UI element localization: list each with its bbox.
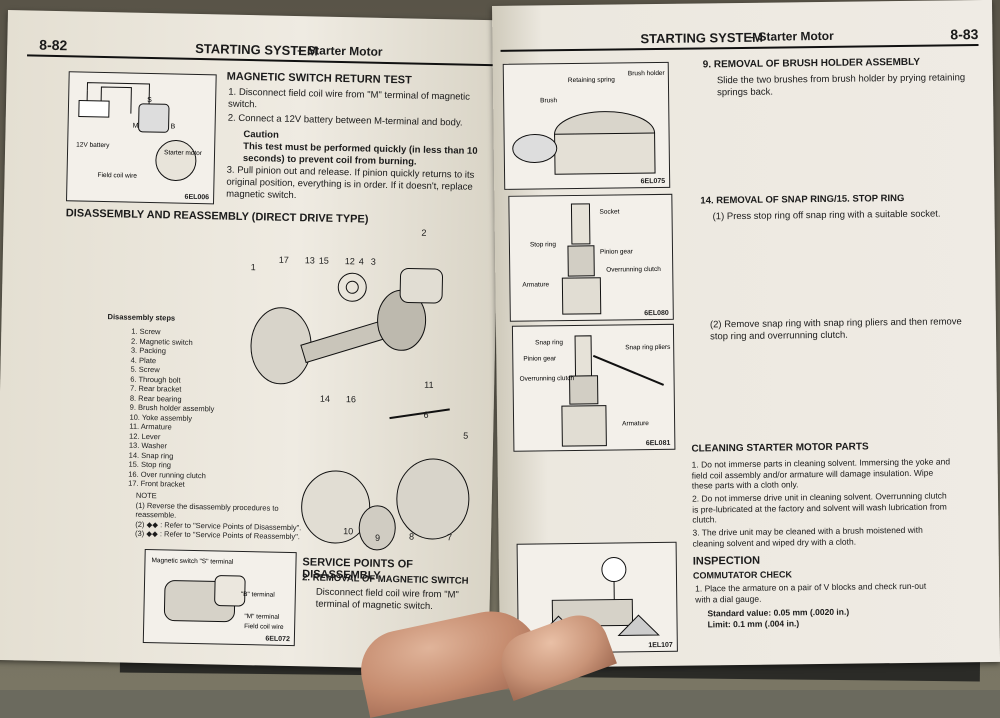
callout-11: 11 — [424, 381, 434, 391]
callout-9: 9 — [375, 534, 380, 544]
b-terminal-label: B — [171, 123, 176, 130]
armature-label: Armature — [522, 281, 549, 288]
cleaning-title: CLEANING STARTER MOTOR PARTS — [691, 441, 868, 454]
limit-value: Limit: 0.1 mm (.004 in.) — [707, 617, 799, 630]
s14-text2: (2) Remove snap ring with snap ring plie… — [710, 316, 980, 343]
starter-label: Starter motor — [164, 149, 203, 157]
brush-holder-drawing: Brush Retaining spring Brush holder — [504, 63, 670, 189]
battery-label: 12V battery — [76, 141, 110, 149]
m-terminal-label: M — [133, 123, 139, 130]
callout-2: 2 — [421, 229, 426, 239]
callout-16: 16 — [346, 395, 356, 405]
cleaning-item-3: 3. The drive unit may be cleaned with a … — [692, 524, 952, 548]
inspection-title: INSPECTION — [693, 555, 760, 568]
overrunning-label: Overrunning clutch — [520, 375, 575, 383]
callout-7: 7 — [447, 533, 452, 543]
cleaning-item-1: 1. Do not immerse parts in cleaning solv… — [692, 456, 952, 491]
right-header-title: STARTING SYSTEM — [640, 30, 763, 46]
b-terminal-callout: "B" terminal — [241, 591, 276, 599]
step-item: 17. Front bracket — [128, 479, 278, 492]
callout-1: 1 — [251, 263, 256, 273]
m-terminal-callout: "M" terminal — [244, 613, 280, 621]
callout-6: 6 — [423, 411, 428, 421]
callout-17: 17 — [279, 256, 289, 266]
brush-holder-figure: Brush Retaining spring Brush holder 6EL0… — [503, 62, 671, 190]
inspection-text: 1. Place the armature on a pair of V blo… — [695, 581, 935, 605]
callout-12: 12 — [345, 257, 355, 267]
cleaning-item-2: 2. Do not immerse drive unit in cleaning… — [692, 490, 952, 525]
field-coil-callout: Field coil wire — [244, 623, 284, 631]
stop-ring-label: Stop ring — [530, 241, 556, 248]
s14-text1: (1) Press stop ring off snap ring with a… — [713, 208, 983, 223]
caution-title: Caution — [243, 129, 279, 142]
s-terminal-callout: Magnetic switch "S" terminal — [151, 557, 234, 566]
left-page: 8-82 STARTING SYSTEM – Starter Motor S M… — [0, 10, 502, 670]
s9-title: 9. REMOVAL OF BRUSH HOLDER ASSEMBLY — [703, 57, 920, 71]
fig-a-code: 6EL075 — [641, 178, 666, 185]
callout-15: 15 — [319, 257, 329, 267]
right-page-number: 8-83 — [950, 26, 978, 42]
fig2-code: 6EL072 — [265, 636, 290, 644]
snap-ring-label: Snap ring — [535, 339, 563, 346]
steps-title: Disassembly steps — [107, 312, 175, 323]
notes-block: NOTE (1) Reverse the disassembly procedu… — [135, 491, 306, 542]
socket-drawing: Socket Stop ring Pinion gear Overrunning… — [509, 195, 673, 321]
steps-list: 1. Screw 2. Magnetic switch 3. Packing 4… — [128, 327, 281, 492]
disassembly-title: DISASSEMBLY AND REASSEMBLY (DIRECT DRIVE… — [66, 207, 369, 225]
callout-3: 3 — [371, 258, 376, 268]
mag-test-title: MAGNETIC SWITCH RETURN TEST — [227, 71, 412, 87]
mag-test-step3: 3. Pull pinion out and release. If pinio… — [226, 165, 489, 206]
callout-14: 14 — [320, 395, 330, 405]
callout-8: 8 — [409, 533, 414, 543]
service-sub: 2. REMOVAL OF MAGNETIC SWITCH — [302, 572, 469, 587]
socket-figure: Socket Stop ring Pinion gear Overrunning… — [508, 194, 674, 322]
field-coil-label: Field coil wire — [97, 172, 137, 180]
snap-ring-figure: Snap ring Pinion gear Overrunning clutch… — [512, 324, 676, 452]
s-terminal-label: S — [147, 97, 152, 104]
snap-ring-drawing: Snap ring Pinion gear Overrunning clutch… — [513, 325, 675, 451]
socket-label: Socket — [599, 208, 619, 215]
clutch-label: Overrunning clutch — [606, 266, 661, 274]
service-text: Disconnect field coil wire from "M" term… — [315, 587, 485, 615]
retaining-spring-label: Retaining spring — [568, 76, 615, 84]
magnetic-switch-figure: Magnetic switch "S" terminal "B" termina… — [143, 549, 297, 646]
pliers-label: Snap ring pliers — [625, 344, 671, 352]
left-header-sub: – Starter Motor — [297, 43, 383, 59]
fig1-code: 6EL006 — [185, 194, 210, 202]
pinion-label: Pinion gear — [523, 355, 557, 362]
brush-label: Brush — [540, 97, 557, 104]
mag-test-step1: 1. Disconnect field coil wire from "M" t… — [228, 87, 490, 116]
battery-test-drawing: S M B 12V battery Field coil wire Starte… — [67, 72, 216, 203]
inspection-sub: COMMUTATOR CHECK — [693, 568, 792, 581]
pinion-gear-label: Pinion gear — [600, 248, 634, 255]
callout-13: 13 — [305, 256, 315, 266]
callout-4: 4 — [359, 257, 364, 267]
callout-10: 10 — [343, 527, 353, 537]
fig-c-code: 6EL081 — [646, 440, 671, 447]
right-page: STARTING SYSTEM – Starter Motor 8-83 Bru… — [492, 0, 1000, 668]
fig-b-code: 6EL080 — [644, 310, 669, 317]
magnetic-switch-drawing: Magnetic switch "S" terminal "B" termina… — [144, 550, 296, 645]
right-header: STARTING SYSTEM – Starter Motor 8-83 — [500, 26, 978, 52]
brush-holder-label: Brush holder — [628, 70, 666, 77]
battery-test-figure: S M B 12V battery Field coil wire Starte… — [66, 71, 217, 204]
fig-d-code: 1EL107 — [648, 642, 673, 649]
s14-title: 14. REMOVAL OF SNAP RING/15. STOP RING — [700, 193, 904, 206]
armature-c-label: Armature — [622, 420, 649, 427]
s9-text: Slide the two brushes from brush holder … — [717, 72, 967, 99]
left-header: 8-82 STARTING SYSTEM – Starter Motor — [27, 36, 497, 66]
left-page-number: 8-82 — [39, 37, 67, 54]
right-header-sub: – Starter Motor — [748, 29, 834, 44]
callout-5: 5 — [463, 432, 468, 442]
